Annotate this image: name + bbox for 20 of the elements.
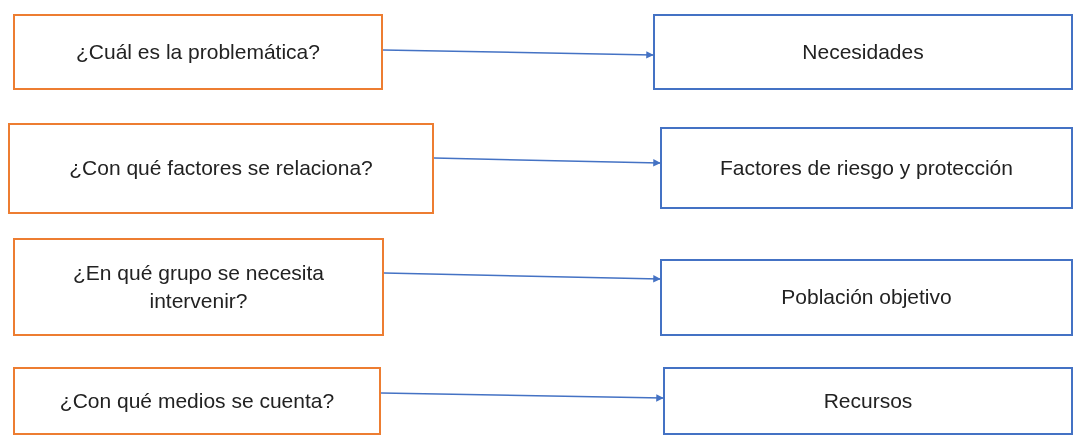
answer-box	[653, 14, 1073, 90]
node-text: ¿Cuál es la problemática?	[75, 38, 321, 65]
question-box	[13, 367, 381, 435]
question-box	[8, 123, 434, 214]
question-box	[13, 238, 384, 336]
arrow	[380, 392, 664, 402]
answer-box	[663, 367, 1073, 435]
question-box	[13, 14, 383, 90]
arrow	[383, 272, 661, 283]
node-text: ¿Con qué factores se relaciona?	[68, 155, 374, 182]
node-text: Necesidades	[801, 38, 925, 65]
node-text: Población objetivo	[780, 284, 953, 311]
node-text: ¿Con qué medios se cuenta?	[58, 387, 336, 414]
answer-box	[660, 127, 1073, 209]
arrow	[382, 49, 654, 59]
answer-box	[660, 259, 1073, 336]
node-text: Recursos	[822, 387, 914, 414]
arrow	[433, 157, 661, 167]
node-text: ¿En qué grupo se necesita intervenir?	[72, 259, 325, 314]
node-text: Factores de riesgo y protección	[719, 154, 1014, 181]
